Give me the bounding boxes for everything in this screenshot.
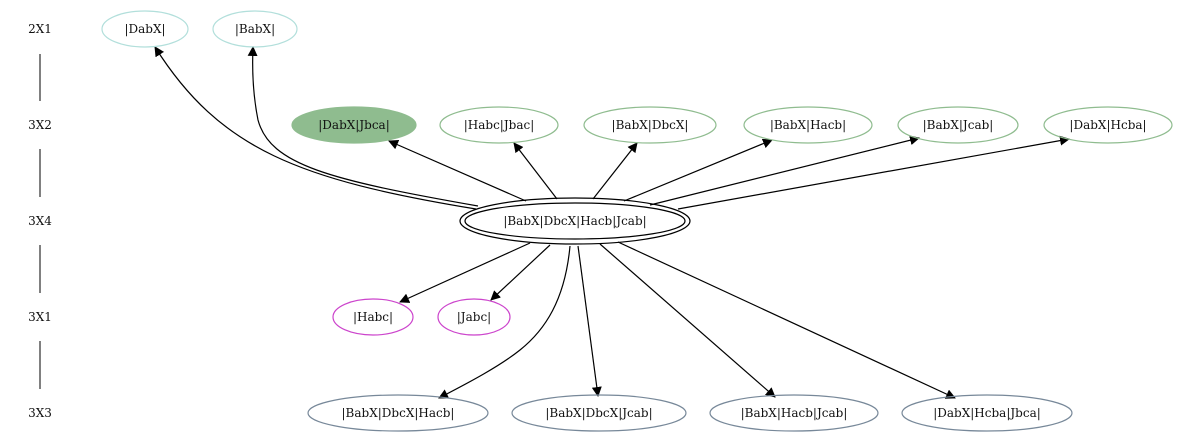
node-babx-hacb[interactable]: |BabX|Hacb|	[743, 106, 873, 144]
edge-to-babx-dbcx-hacb	[438, 245, 571, 399]
node-label: |BabX|DbcX|Jcab|	[545, 406, 652, 420]
edge-to-dabx-hcba	[677, 135, 1070, 210]
rank-label-3x3: 3X3	[28, 406, 52, 420]
edge-to-babx-hacb	[623, 138, 773, 202]
node-label: |DabX|	[124, 22, 165, 36]
edge-to-dabx-jbca	[388, 140, 527, 202]
node-label: |DabX|Jbca|	[318, 118, 390, 132]
node-babx-jcab[interactable]: |BabX|Jcab|	[897, 106, 1019, 144]
node-babx-dbcx[interactable]: |BabX|DbcX|	[583, 106, 717, 144]
edge-to-dabx-hcba-jbca	[617, 241, 956, 399]
nodes: |DabX| |BabX| |DabX|Jbca| |Habc|Jbac| |B…	[101, 10, 1173, 432]
node-jabc[interactable]: |Jabc|	[437, 298, 511, 336]
edge-to-babx-hacb-jcab	[599, 243, 776, 398]
edge-to-habc-jbac	[513, 142, 558, 200]
edges	[154, 46, 1070, 399]
edge-to-jabc	[490, 244, 551, 301]
node-label: |BabX|	[235, 22, 275, 36]
rank-label-3x1: 3X1	[28, 310, 52, 324]
edge-to-babx-dbcx	[592, 142, 638, 200]
node-habc[interactable]: |Habc|	[332, 298, 414, 336]
node-dabx[interactable]: |DabX|	[101, 10, 189, 48]
node-label: |BabX|DbcX|Hacb|Jcab|	[503, 214, 646, 228]
rank-label-3x2: 3X2	[28, 118, 52, 132]
node-dabx-hcba-jbca[interactable]: |DabX|Hcba|Jbca|	[901, 394, 1073, 432]
edge-to-habc	[399, 242, 531, 303]
node-habc-jbac[interactable]: |Habc|Jbac|	[439, 106, 559, 144]
node-dabx-hcba[interactable]: |DabX|Hcba|	[1043, 106, 1173, 144]
rank-label-3x4: 3X4	[28, 214, 52, 228]
rank-label-2x1: 2X1	[28, 22, 52, 36]
node-label: |BabX|Jcab|	[923, 118, 994, 132]
node-babx-dbcx-hacb[interactable]: |BabX|DbcX|Hacb|	[307, 394, 489, 432]
node-label: |BabX|DbcX|Hacb|	[342, 406, 455, 420]
edge-to-babx-dbcx-jcab	[577, 245, 602, 397]
node-dabx-jbca[interactable]: |DabX|Jbca|	[291, 106, 417, 144]
node-label: |BabX|Hacb|	[770, 118, 846, 132]
node-babx-dbcx-jcab[interactable]: |BabX|DbcX|Jcab|	[511, 394, 687, 432]
node-label: |Jabc|	[457, 310, 491, 324]
node-label: |DabX|Hcba|	[1069, 118, 1146, 132]
node-label: |Habc|Jbac|	[464, 118, 535, 132]
node-babx-hacb-jcab[interactable]: |BabX|Hacb|Jcab|	[709, 394, 879, 432]
node-label: |BabX|DbcX|	[612, 118, 689, 132]
node-label: |BabX|Hacb|Jcab|	[741, 406, 848, 420]
node-label: |DabX|Hcba|Jbca|	[933, 406, 1041, 420]
node-center[interactable]: |BabX|DbcX|Hacb|Jcab|	[459, 197, 691, 245]
edge-to-babx	[247, 46, 479, 207]
node-label: |Habc|	[353, 310, 393, 324]
rank-axis: 2X1 3X2 3X4 3X1 3X3	[28, 22, 52, 420]
edge-to-babx-jcab	[649, 135, 920, 206]
edge-to-dabx	[154, 46, 477, 210]
node-babx[interactable]: |BabX|	[212, 10, 298, 48]
